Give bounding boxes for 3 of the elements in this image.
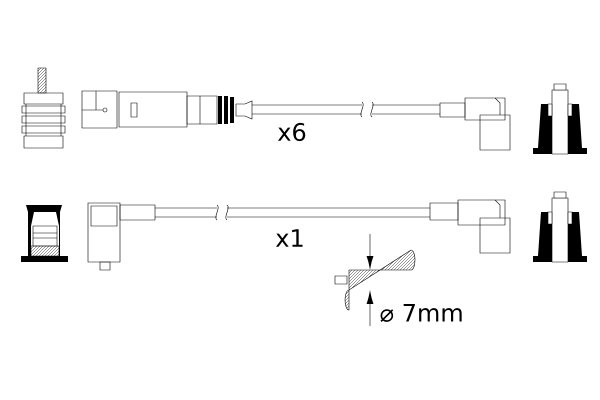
dimension-label: ⌀ 7mm: [380, 304, 462, 322]
quantity-label: x1: [276, 229, 303, 247]
quantity-label: x6: [278, 122, 306, 142]
